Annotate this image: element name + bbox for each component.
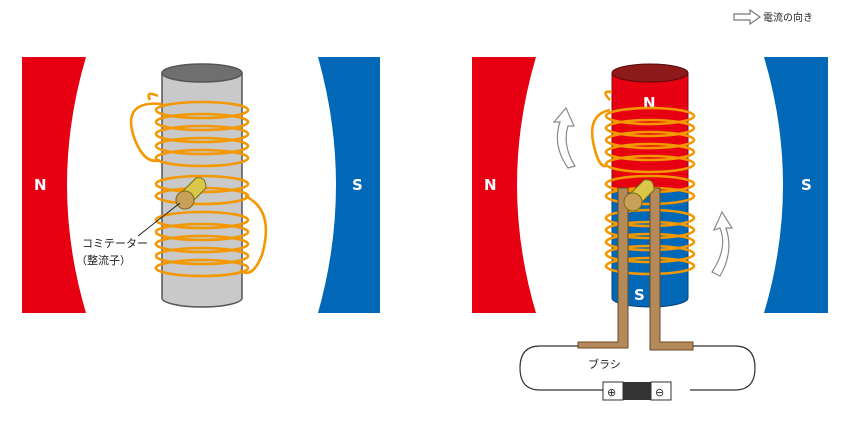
right-north-label: N: [484, 176, 497, 194]
rotor-south-label: S: [634, 286, 645, 304]
right-south-label: S: [801, 176, 812, 194]
left-core-top: [161, 63, 243, 83]
brush-label: ブラシ: [588, 357, 621, 371]
left-north-label: N: [34, 176, 47, 194]
left-south-magnet: [318, 57, 380, 313]
right-north-magnet: [472, 57, 536, 313]
legend: 電流の向き: [733, 8, 813, 26]
commutator-label-line2: （整流子）: [76, 253, 131, 267]
brushes: [577, 187, 694, 351]
left-commutator: [175, 177, 207, 210]
legend-label: 電流の向き: [763, 11, 813, 24]
commutator-label-line1: コミテーター: [82, 237, 148, 250]
left-motor: N S: [22, 57, 380, 313]
rotation-arrow-up-left-icon: [552, 106, 576, 169]
left-north-magnet: [22, 57, 86, 313]
brush-right: [649, 187, 694, 351]
battery: ⊕ ⊖: [602, 381, 672, 401]
brush-left: [577, 187, 629, 349]
circuit-wire: [519, 345, 756, 391]
right-commutator: [623, 179, 655, 212]
battery-plus: ⊕: [607, 386, 616, 399]
battery-minus: ⊖: [655, 386, 664, 399]
left-south-label: S: [352, 176, 363, 194]
commutator-leader-line: [137, 202, 181, 237]
rotor-top: [611, 63, 689, 83]
left-coil: [129, 92, 268, 278]
right-motor: N S N S: [472, 57, 828, 401]
right-south-magnet: [764, 57, 828, 313]
hollow-right-arrow-icon: [733, 8, 762, 26]
rotation-arrow-up-right-icon: [711, 210, 734, 277]
